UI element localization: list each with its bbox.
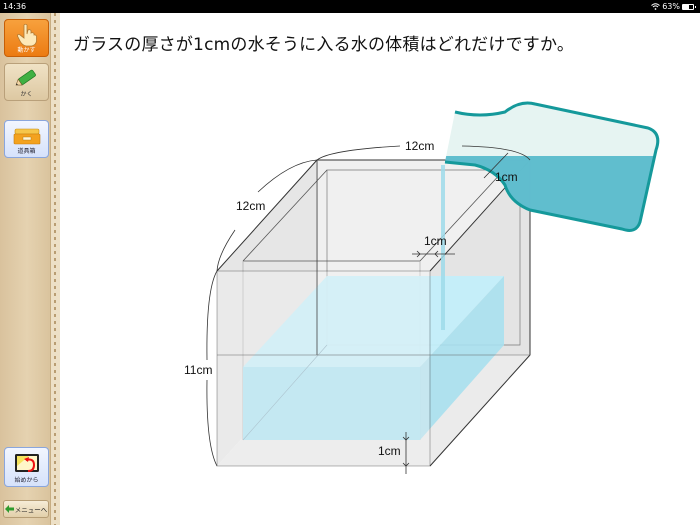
arrow-left-icon [4, 505, 14, 513]
tool-move-button[interactable]: 動かす [4, 19, 49, 57]
pencil-icon [15, 69, 36, 86]
toolbox-label: 道具箱 [17, 148, 36, 155]
label-width: 12cm [405, 139, 434, 153]
label-depth: 12cm [236, 199, 265, 213]
toolbox-button[interactable]: 道具箱 [4, 120, 49, 158]
label-height: 11cm [184, 363, 212, 377]
restart-button[interactable]: 始めから [4, 447, 49, 487]
tool-move-label: 動かす [17, 47, 36, 54]
hand-pointer-icon [16, 23, 37, 47]
status-time: 14:36 [3, 2, 27, 11]
menu-label: メニューへ [14, 506, 48, 514]
label-glass-side: 1cm [424, 234, 447, 248]
question-text: ガラスの厚さが1cmの水そうに入る水の体積はどれだけですか。 [73, 35, 575, 55]
battery-percent: 63% [662, 2, 680, 11]
tool-draw-label: かく [20, 91, 33, 98]
restart-label: 始めから [14, 477, 39, 484]
restart-icon [14, 454, 39, 472]
glass-tank [216, 159, 531, 467]
status-right: 63% [651, 0, 696, 13]
dimension-lines [206, 145, 531, 474]
status-bar: 14:36 63% [0, 0, 700, 13]
menu-button[interactable]: メニューへ [3, 500, 49, 518]
label-glass-back: 1cm [495, 170, 518, 184]
toolbox-icon [13, 128, 40, 145]
label-glass-bottom: 1cm [378, 444, 401, 458]
water-stream [441, 165, 445, 330]
tool-draw-button[interactable]: かく [4, 63, 49, 101]
pitcher-icon [444, 101, 660, 232]
wifi-icon [651, 3, 661, 10]
sidebar-stitched-edge [50, 13, 60, 525]
battery-icon [682, 3, 696, 10]
